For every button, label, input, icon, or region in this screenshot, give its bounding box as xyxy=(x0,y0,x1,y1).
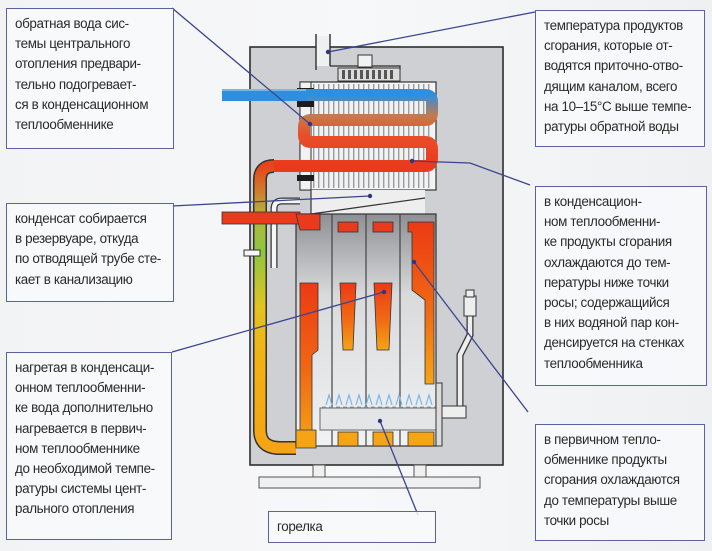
burner-flames xyxy=(325,392,433,406)
fan xyxy=(337,54,401,82)
leader-dot xyxy=(307,121,313,127)
return-water-pipe xyxy=(222,89,306,101)
leader-dot xyxy=(381,289,387,295)
base-stand xyxy=(258,464,481,489)
callout-secondary-heating: нагретая в конденсаци- онном теплообменн… xyxy=(6,352,172,540)
leader-flue-temperature xyxy=(327,11,536,53)
callout-condensate-collection: конденсат собирается в резервуаре, откуд… xyxy=(6,203,174,302)
riser-pipe xyxy=(253,159,296,455)
callout-return-water: обратная вода сис- темы центрального ото… xyxy=(6,8,174,149)
gas-pipe xyxy=(441,289,477,419)
leader-dot xyxy=(377,418,383,424)
callout-flue-temperature: температура продуктов сгорания, которые … xyxy=(535,10,705,147)
leader-return-water xyxy=(171,7,311,125)
leader-endpoints xyxy=(307,49,417,424)
condensate-tray xyxy=(310,190,426,215)
callout-primary-exchanger: в первичном тепло- обменнике продукты сг… xyxy=(535,424,705,541)
leader-condensing-exchanger xyxy=(411,160,531,186)
callout-burner: горелка xyxy=(268,511,436,543)
leader-burner xyxy=(379,420,419,516)
leader-dot xyxy=(411,259,417,265)
callout-condensing-exchanger: в конденсацион- ном теплообменни- ке про… xyxy=(535,186,707,386)
leader-dot xyxy=(325,49,331,55)
leader-primary-exchanger xyxy=(413,261,529,413)
leader-secondary-heating xyxy=(171,291,385,353)
heat-exchanger-coil xyxy=(274,89,438,172)
leader-dot xyxy=(409,158,415,164)
leader-lines xyxy=(171,7,536,516)
leader-condensate xyxy=(171,195,371,207)
leader-dot xyxy=(367,193,373,199)
